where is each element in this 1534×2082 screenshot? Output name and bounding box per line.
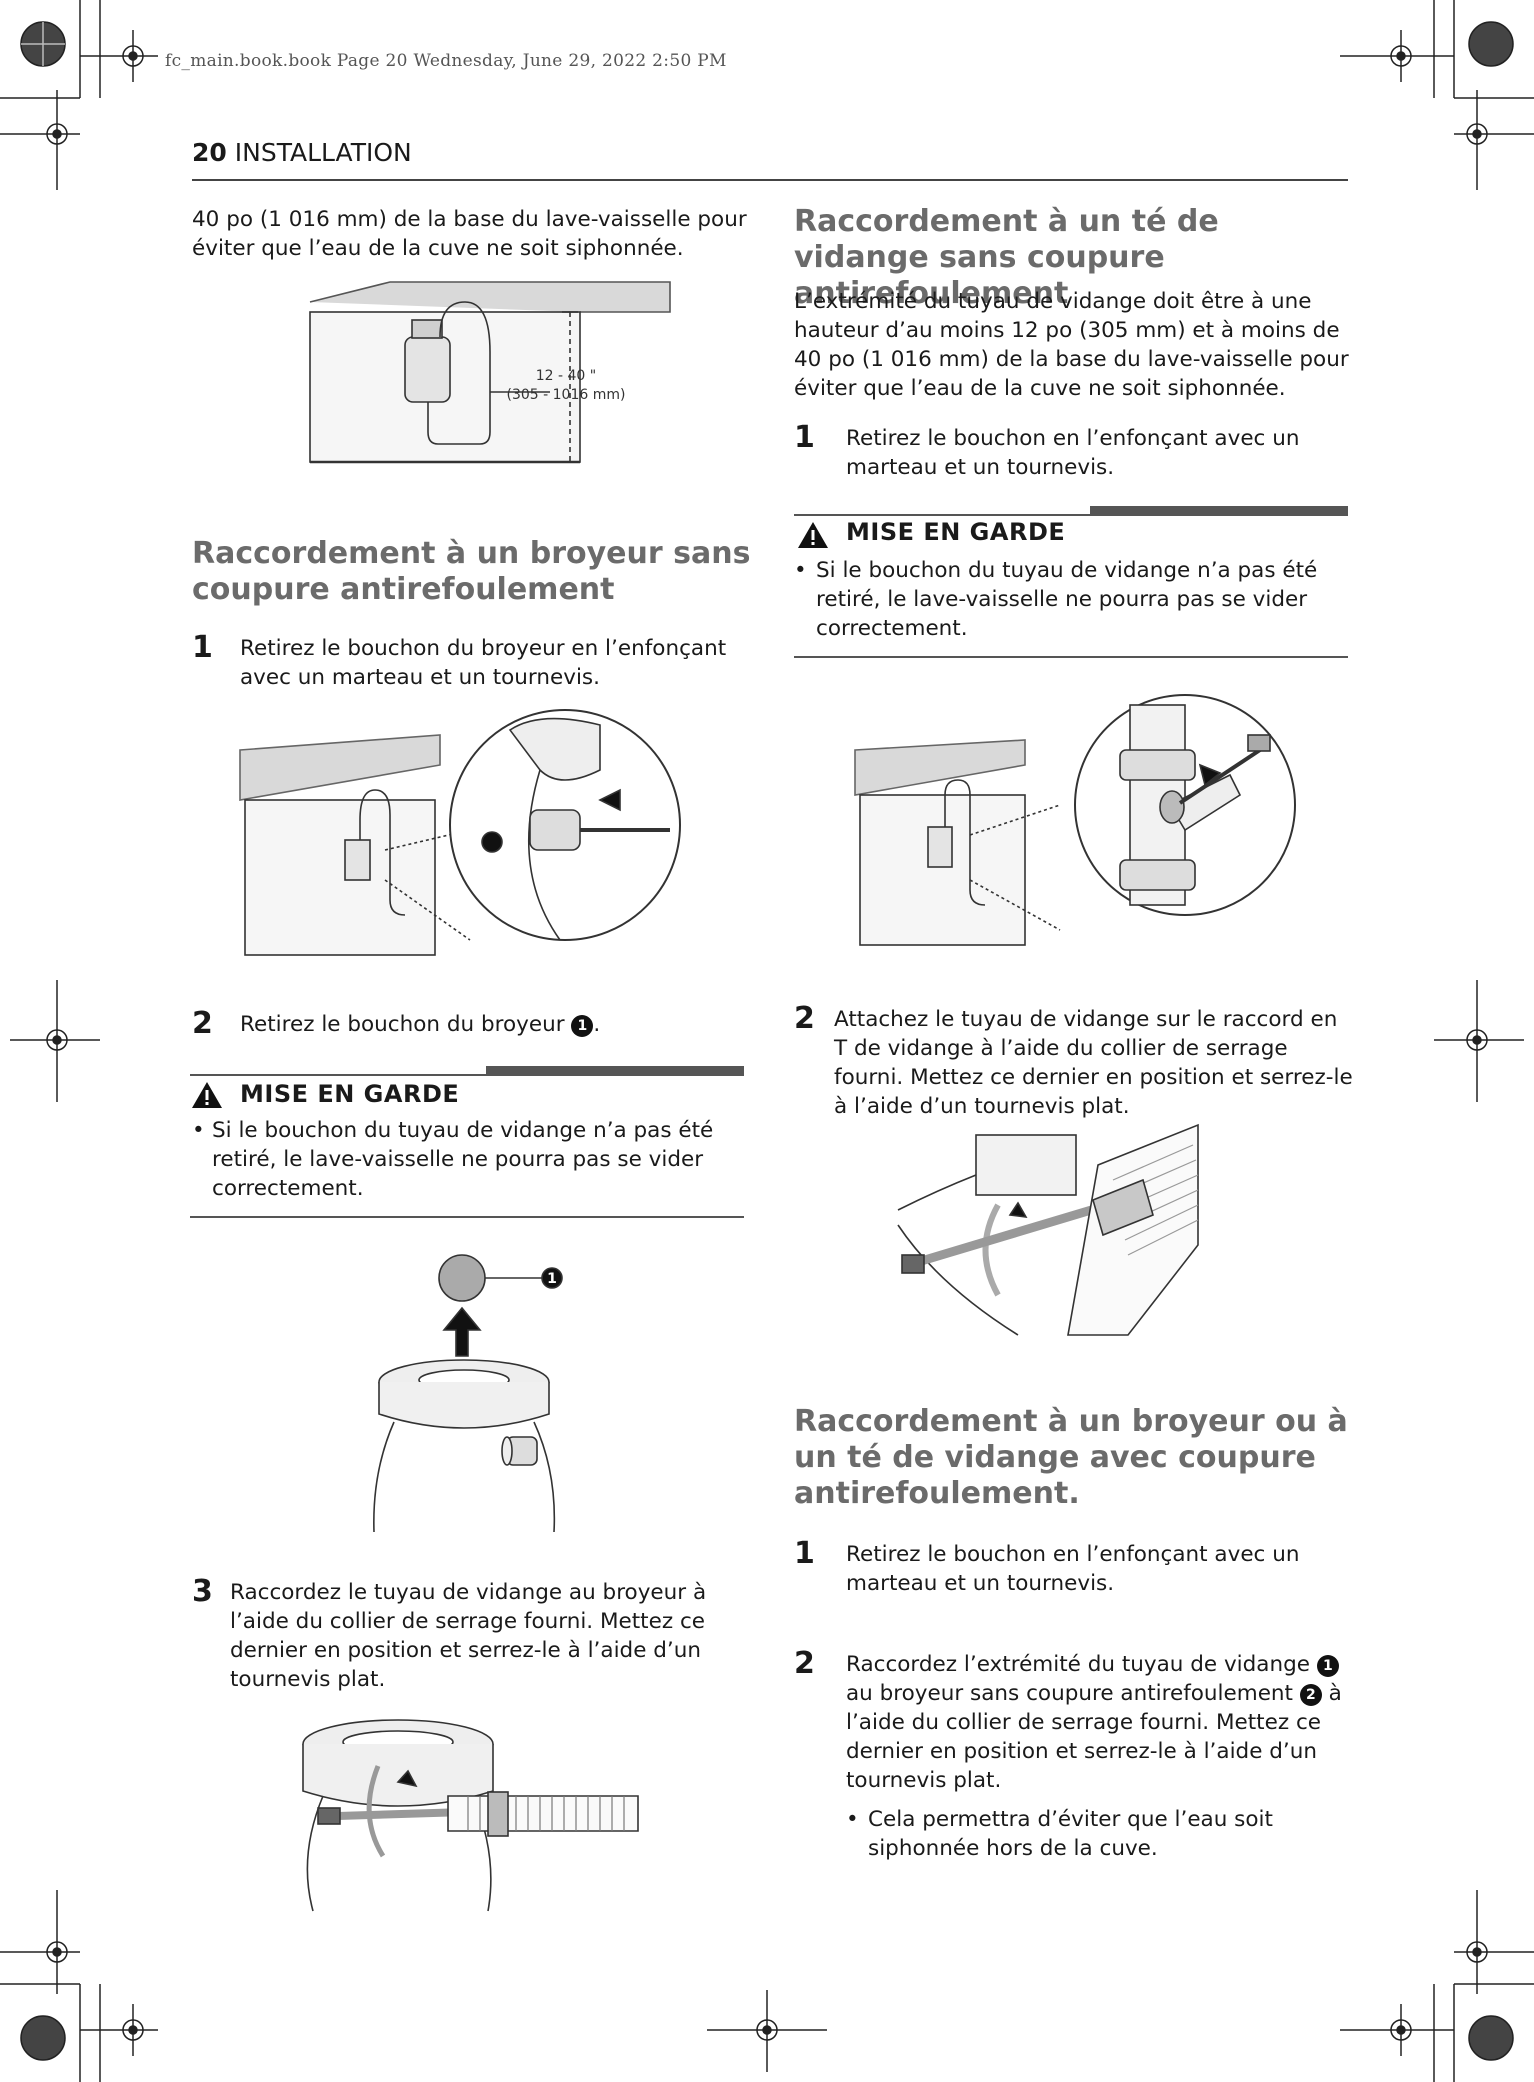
caution-topline [190,1074,744,1076]
step-text: Retirez le bouchon en l’enfonçant avec u… [846,1542,1300,1596]
step-text: Retirez le bouchon en l’enfonçant avec u… [846,426,1300,480]
fig1-label-line1: 12 - 40 " [536,368,596,384]
step-text-wrapper: Retirez le bouchon du broyeur 1. [240,1010,752,1039]
warning-triangle-icon [192,1082,222,1108]
warning-triangle-icon [798,522,828,548]
step-number: 1 [794,420,815,455]
step-text-end: . [593,1012,601,1037]
page-header: 20 INSTALLATION [192,138,412,167]
figure-marker: 1 [547,1271,557,1287]
figure-disposer-plug: 1 [373,1254,563,1533]
caution-bottom-rule [190,1216,744,1218]
right-b-step-2: 2 Raccordez l’extrémité du tuyau de vida… [794,1646,1354,1863]
bullet: • [794,558,807,583]
step-number: 2 [794,1646,815,1681]
header-rule [192,179,1348,181]
left-caution-box: MISE EN GARDE • Si le bouchon du tuyau d… [190,1066,744,1220]
step-bullet: • Cela permettra d’éviter que l’eau soit… [846,1805,1354,1863]
caution-bar [1090,506,1348,516]
left-intro-text: 40 po (1 016 mm) de la base du lave-vais… [192,207,747,261]
figure-disposer-plug-removal [239,709,681,956]
left-step-3: 3 Raccordez le tuyau de vidange au broye… [192,1574,752,1694]
step-number: 2 [794,1001,815,1036]
right-step-1: 1 Retirez le bouchon en l’enfonçant avec… [794,420,1354,482]
step-number: 3 [192,1574,213,1609]
step-number: 1 [192,630,213,665]
figure-drain-height: 12 - 40 " (305 - 1016 mm) [309,281,671,464]
right-step-2: 2 Attachez le tuyau de vidange sur le ra… [794,1001,1354,1121]
section-title: INSTALLATION [234,138,412,167]
caution-text: Si le bouchon du tuyau de vidange n’a pa… [212,1118,714,1201]
bullet-text: Cela permettra d’éviter que l’eau soit s… [868,1807,1273,1861]
caution-topline [794,514,1348,516]
left-step-1: 1 Retirez le bouchon du broyeur en l’enf… [192,630,752,692]
caution-bar [486,1066,744,1076]
right-intro-text: L’extrémité du tuyau de vidange doit êtr… [794,289,1349,401]
bullet: • [846,1807,859,1832]
step-text-wrapper: Raccordez l’extrémité du tuyau de vidang… [846,1650,1354,1795]
step-number: 2 [192,1006,213,1041]
right-section-heading-2: Raccordement à un broyeur ou à un té de … [794,1404,1348,1511]
right-section-heading-1: Raccordement à un té de vidange sans cou… [794,204,1219,311]
step-text-part-b: au broyeur sans coupure antirefoulement [846,1681,1293,1706]
fig1-label-line2: (305 - 1016 mm) [507,387,626,403]
right-b-step-1: 1 Retirez le bouchon en l’enfonçant avec… [794,1536,1354,1598]
caution-text: Si le bouchon du tuyau de vidange n’a pa… [816,558,1318,641]
right-caution-box: MISE EN GARDE • Si le bouchon du tuyau d… [794,506,1348,660]
step-text-part-a: Raccordez l’extrémité du tuyau de vidang… [846,1652,1310,1677]
caution-title: MISE EN GARDE [846,518,1066,546]
page-number: 20 [192,138,227,167]
callout-marker-1: 1 [1316,1655,1339,1677]
step-text: Retirez le bouchon du broyeur en l’enfon… [240,636,727,690]
left-step-2: 2 Retirez le bouchon du broyeur 1. [192,1006,752,1041]
step-number: 1 [794,1536,815,1571]
step-text: Raccordez le tuyau de vidange au broyeur… [230,1580,707,1692]
figure-disposer-hose-clamp [302,1719,639,1912]
step-text: Retirez le bouchon du broyeur [240,1012,565,1037]
figure-tee-plug-removal [854,694,1296,946]
left-section-heading: Raccordement à un broyeur sans coupure a… [192,536,751,607]
callout-marker-2: 2 [1299,1684,1322,1706]
step-text: Attachez le tuyau de vidange sur le racc… [834,1007,1353,1119]
caution-item: • Si le bouchon du tuyau de vidange n’a … [190,1116,744,1203]
print-slug: fc_main.book.book Page 20 Wednesday, Jun… [165,51,727,71]
figure-tee-hose-clamp [897,1123,1199,1336]
bullet: • [192,1118,205,1143]
step-text-part-c: à l’aide du collier de serrage fourni. M… [846,1681,1342,1793]
caution-item: • Si le bouchon du tuyau de vidange n’a … [794,556,1348,643]
caution-title: MISE EN GARDE [240,1080,460,1108]
callout-marker: 1 [571,1015,594,1037]
caution-bottom-rule [794,656,1348,658]
